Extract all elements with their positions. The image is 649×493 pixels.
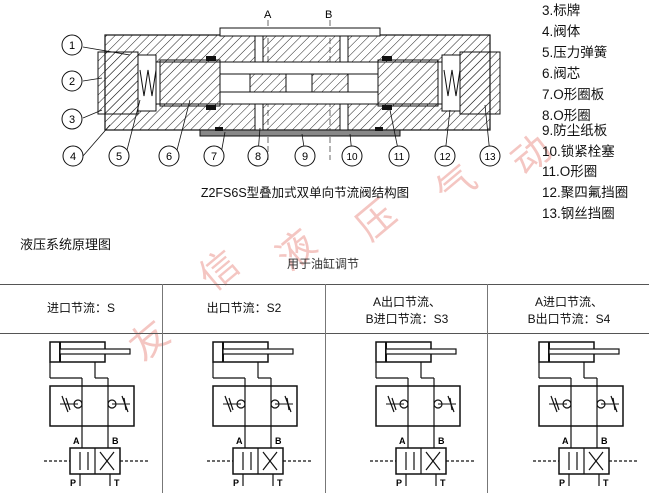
- left-spring: [139, 69, 157, 97]
- valve-cross-section: A B 1: [61, 9, 501, 167]
- section-label-a: A: [264, 9, 272, 21]
- callout-number: 4: [70, 151, 76, 163]
- throttle-check-block: [49, 378, 135, 460]
- cylinder-symbol: [375, 341, 457, 379]
- legend-item: 6.阀芯: [542, 66, 581, 81]
- cylinder-symbol: [538, 341, 620, 379]
- column-label-line: 出口节流：S2: [206, 301, 282, 315]
- left-spool: [159, 59, 221, 107]
- cylinder-symbol: [212, 341, 294, 379]
- grid-line-mid: [0, 333, 649, 334]
- schematic-1: A B P T: [40, 340, 160, 493]
- callout-number: 8: [255, 151, 261, 163]
- callout-8: 8: [247, 145, 269, 167]
- callout-number: 6: [166, 151, 172, 163]
- callout-number: 12: [439, 152, 451, 163]
- legend-item: 10.锁紧栓塞: [542, 144, 615, 159]
- schematic-3: A B P T: [366, 340, 486, 493]
- column-label-s4: A进口节流、 B出口节流：S4: [488, 294, 649, 328]
- callout-number: 9: [302, 151, 308, 163]
- port-label-p: P: [70, 478, 76, 488]
- legend-item: 12.聚四氟挡圈: [542, 185, 629, 200]
- column-label-line: A进口节流、: [534, 295, 603, 309]
- directional-valve-symbol: [533, 447, 637, 486]
- callout-4: 4: [62, 145, 84, 167]
- column-label-line: A出口节流、: [372, 295, 441, 309]
- section-label-b: B: [325, 9, 332, 21]
- callout-2: 2: [61, 70, 83, 92]
- column-label-line: B出口节流：S4: [527, 312, 611, 326]
- port-label-a: A: [73, 436, 80, 446]
- grid-line-top: [0, 284, 649, 285]
- port-label-t: T: [603, 478, 609, 488]
- directional-valve-symbol: [44, 447, 148, 486]
- legend-item: 8.O形圈: [542, 108, 591, 123]
- cylinder-symbol: [49, 341, 131, 379]
- callout-1: 1: [61, 34, 83, 56]
- port-label-p: P: [233, 478, 239, 488]
- legend-item: 3.标牌: [542, 3, 581, 18]
- port-label-b: B: [112, 436, 119, 446]
- drawing-caption: Z2FS6S型叠加式双单向节流阀结构图: [200, 186, 410, 200]
- column-label-line: 进口节流：S: [46, 301, 115, 315]
- grid-divider: [487, 284, 488, 493]
- port-label-p: P: [396, 478, 402, 488]
- column-label-s2: 出口节流：S2: [163, 300, 325, 317]
- legend-item: 9.防尘纸板: [542, 123, 608, 138]
- port-label-b: B: [601, 436, 608, 446]
- port-label-t: T: [114, 478, 120, 488]
- callout-9: 9: [294, 145, 316, 167]
- callout-number: 7: [211, 151, 217, 163]
- callout-number: 3: [69, 114, 75, 126]
- directional-valve-symbol: [370, 447, 474, 486]
- left-plug: [97, 51, 139, 115]
- callout-number: 10: [346, 152, 358, 163]
- column-label-s3: A出口节流、 B进口节流：S3: [326, 294, 488, 328]
- port-label-t: T: [277, 478, 283, 488]
- grid-divider: [162, 284, 163, 493]
- right-spring: [443, 69, 461, 97]
- callout-number: 5: [116, 151, 122, 163]
- callout-6: 6: [158, 145, 180, 167]
- callout-number: 13: [484, 152, 496, 163]
- callout-13: 13: [479, 145, 501, 167]
- right-plug: [459, 51, 501, 115]
- callout-7: 7: [203, 145, 225, 167]
- legend-item: 5.压力弹簧: [542, 45, 608, 60]
- schematic-4: A B P T: [529, 340, 649, 493]
- schematic-2: A B P T: [203, 340, 323, 493]
- right-spool: [377, 59, 439, 107]
- port-label-a: A: [399, 436, 406, 446]
- column-label-s: 进口节流：S: [0, 300, 162, 317]
- port-label-b: B: [438, 436, 445, 446]
- principle-title: 液压系统原理图: [20, 237, 112, 252]
- callout-3: 3: [61, 108, 83, 130]
- directional-valve-symbol: [207, 447, 311, 486]
- callout-number: 1: [69, 40, 75, 52]
- callout-10: 10: [341, 145, 363, 167]
- grid-divider: [325, 284, 326, 493]
- callout-12: 12: [434, 145, 456, 167]
- column-label-line: B进口节流：S3: [365, 312, 449, 326]
- watermark-char: 信: [190, 241, 248, 300]
- throttle-check-block: [375, 378, 461, 460]
- adjust-note: 用于油缸调节: [287, 257, 360, 271]
- bottom-plate: [199, 129, 401, 137]
- legend-item: 13.钢丝挡圈: [542, 206, 615, 221]
- legend-item: 4.阀体: [542, 24, 581, 39]
- legend-item: 11.O形圈: [542, 164, 598, 179]
- port-label-a: A: [236, 436, 243, 446]
- callout-number: 11: [394, 152, 405, 163]
- port-label-a: A: [562, 436, 569, 446]
- legend-item: 7.O形圈板: [542, 87, 605, 102]
- callout-number: 2: [69, 76, 75, 88]
- callout-5: 5: [108, 145, 130, 167]
- callout-11: 11: [388, 145, 410, 167]
- port-label-p: P: [559, 478, 565, 488]
- throttle-check-block: [212, 378, 298, 460]
- port-label-b: B: [275, 436, 282, 446]
- port-label-t: T: [440, 478, 446, 488]
- throttle-check-block: [538, 378, 624, 460]
